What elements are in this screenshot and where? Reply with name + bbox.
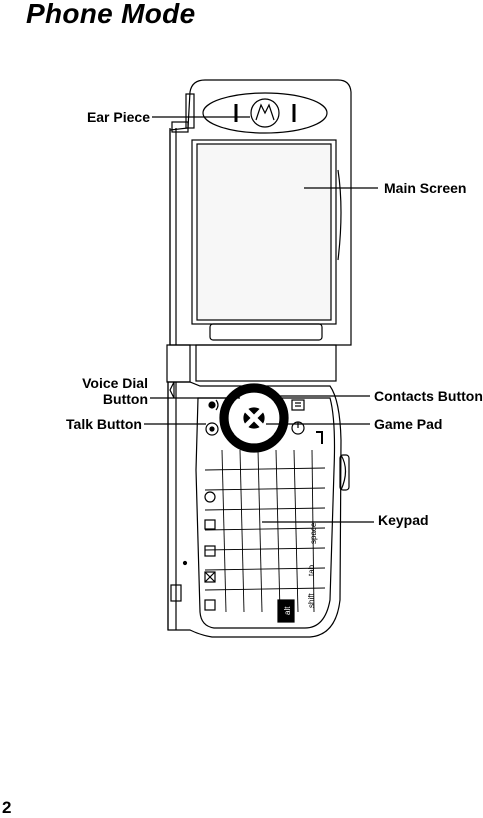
tab-key-label: tab	[307, 564, 316, 576]
messages-key-icon	[204, 545, 216, 557]
camera-key-icon	[204, 519, 216, 530]
callout-game-pad: Game Pad	[374, 416, 443, 432]
callout-main-screen: Main Screen	[384, 180, 467, 196]
space-key-label: space	[309, 522, 318, 544]
shift-key-label: shift	[307, 593, 316, 608]
keypad-surface	[195, 397, 336, 629]
callout-ear-piece: Ear Piece	[86, 109, 150, 125]
start-key-icon	[204, 599, 216, 611]
flip-body	[169, 79, 352, 346]
callout-contacts-button: Contacts Button	[374, 388, 483, 404]
voice-dial-button	[208, 401, 216, 409]
page-title: Phone Mode	[26, 0, 196, 29]
main-screen-display	[196, 143, 332, 321]
callout-keypad: Keypad	[378, 512, 429, 528]
motorola-logo	[250, 98, 280, 128]
mail-key-icon	[204, 571, 216, 583]
page-number: 2	[2, 798, 12, 817]
ok-key-icon	[204, 491, 216, 503]
keypad-grid	[204, 449, 326, 613]
hinge-top	[185, 93, 195, 129]
hinge-middle	[195, 344, 337, 382]
alt-key	[277, 599, 295, 623]
earpiece-housing	[202, 92, 328, 134]
contacts-button	[291, 399, 305, 411]
screen-bezel-bottom	[209, 323, 323, 341]
alt-key-label: alt	[283, 606, 292, 615]
callout-voice-dial-line2: Button	[102, 391, 148, 407]
callout-talk-button: Talk Button	[66, 416, 142, 432]
callout-voice-dial: Voice Dial Button	[60, 375, 148, 407]
talk-button	[205, 422, 219, 436]
callout-voice-dial-line1: Voice Dial	[82, 375, 148, 391]
